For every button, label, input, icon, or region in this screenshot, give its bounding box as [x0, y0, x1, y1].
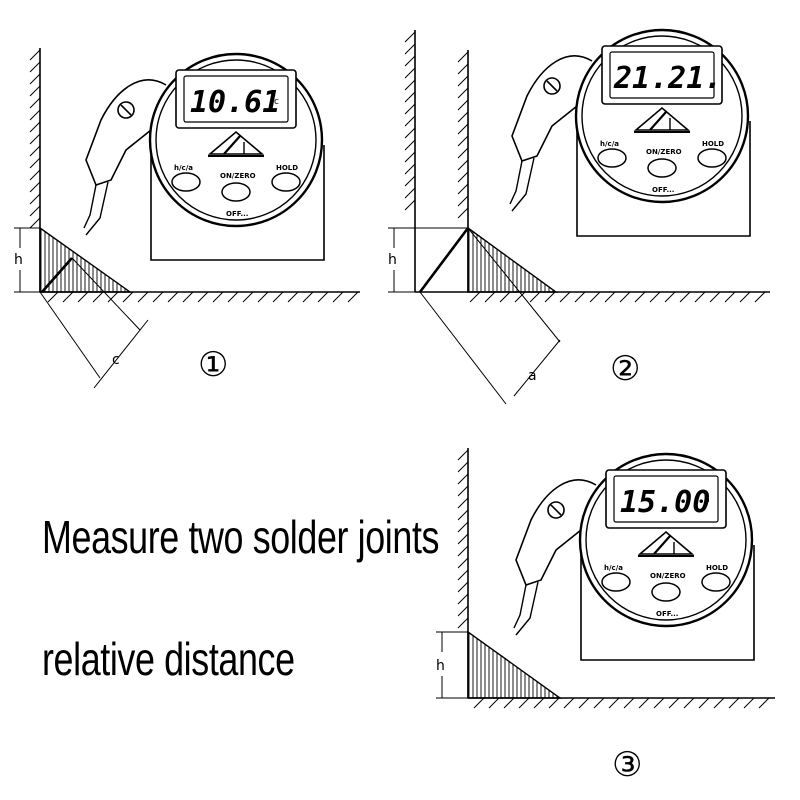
floor-hatch [47, 291, 359, 303]
wall-hatch [29, 49, 41, 229]
zero-button-label: ON/ZERO [646, 148, 682, 156]
lcd-reading: 21.21. [613, 61, 722, 96]
right-wall-hatch [457, 51, 469, 219]
lcd-unit: c [274, 97, 279, 107]
mode-button-label: h/c/a [600, 140, 619, 148]
caption-line-2: relative distance [42, 633, 295, 685]
diagram-2: h a 21.21. h/c/a ON/ZERO HOLD OFF... ② [388, 28, 770, 405]
zero-button-label: ON/ZERO [220, 172, 256, 180]
off-label: OFF... [226, 210, 248, 218]
diagram-number: ③ [612, 745, 642, 785]
hold-button-label: HOLD [276, 164, 298, 172]
solder-joint-triangle [467, 630, 563, 699]
hold-button-label: HOLD [706, 564, 728, 572]
mode-button-label: h/c/a [604, 564, 623, 572]
zero-button-label: ON/ZERO [650, 572, 686, 580]
c-dimension [39, 257, 149, 389]
floor-hatch [473, 697, 770, 709]
diagram-1: h c 10.61 c h/c/a ON/ZERO HOLD OFF... ① [14, 48, 360, 389]
measure-line-c [41, 257, 73, 293]
a-dimension [419, 227, 561, 405]
height-dimension [14, 227, 40, 293]
solder-joint-triangle [39, 226, 133, 293]
lcd-unit: h [704, 495, 710, 505]
caption-line-1: Measure two solder joints [42, 511, 440, 563]
height-dimension [388, 227, 468, 293]
solder-joint-triangle [467, 226, 559, 293]
digital-angle-gauge: 15.00 h h/c/a ON/ZERO HOLD OFF... [512, 452, 756, 662]
digital-angle-gauge: 10.61 c h/c/a ON/ZERO HOLD OFF... [82, 52, 326, 262]
off-label: OFF... [652, 186, 674, 194]
wall-hatch [457, 449, 469, 629]
c-label: c [112, 352, 120, 368]
left-wall-hatch [404, 31, 416, 211]
diagram-number: ① [198, 345, 228, 385]
height-dimension [436, 631, 468, 699]
off-label: OFF... [656, 610, 678, 618]
a-label: a [528, 368, 537, 384]
height-label: h [436, 658, 445, 674]
measure-line-a [418, 227, 470, 293]
hold-button-label: HOLD [702, 140, 724, 148]
height-label: h [388, 252, 397, 268]
diagram-3: h 15.00 h h/c/a ON/ZERO HOLD OFF... ③ [436, 448, 775, 785]
digital-angle-gauge: 21.21. h/c/a ON/ZERO HOLD OFF... [508, 28, 752, 238]
lcd-reading: 15.00 [620, 485, 710, 520]
floor-hatch [469, 291, 766, 303]
height-label: h [14, 252, 23, 268]
lcd-reading: 10.61 [190, 85, 280, 120]
diagram-number: ② [610, 349, 640, 389]
mode-button-label: h/c/a [174, 164, 193, 172]
